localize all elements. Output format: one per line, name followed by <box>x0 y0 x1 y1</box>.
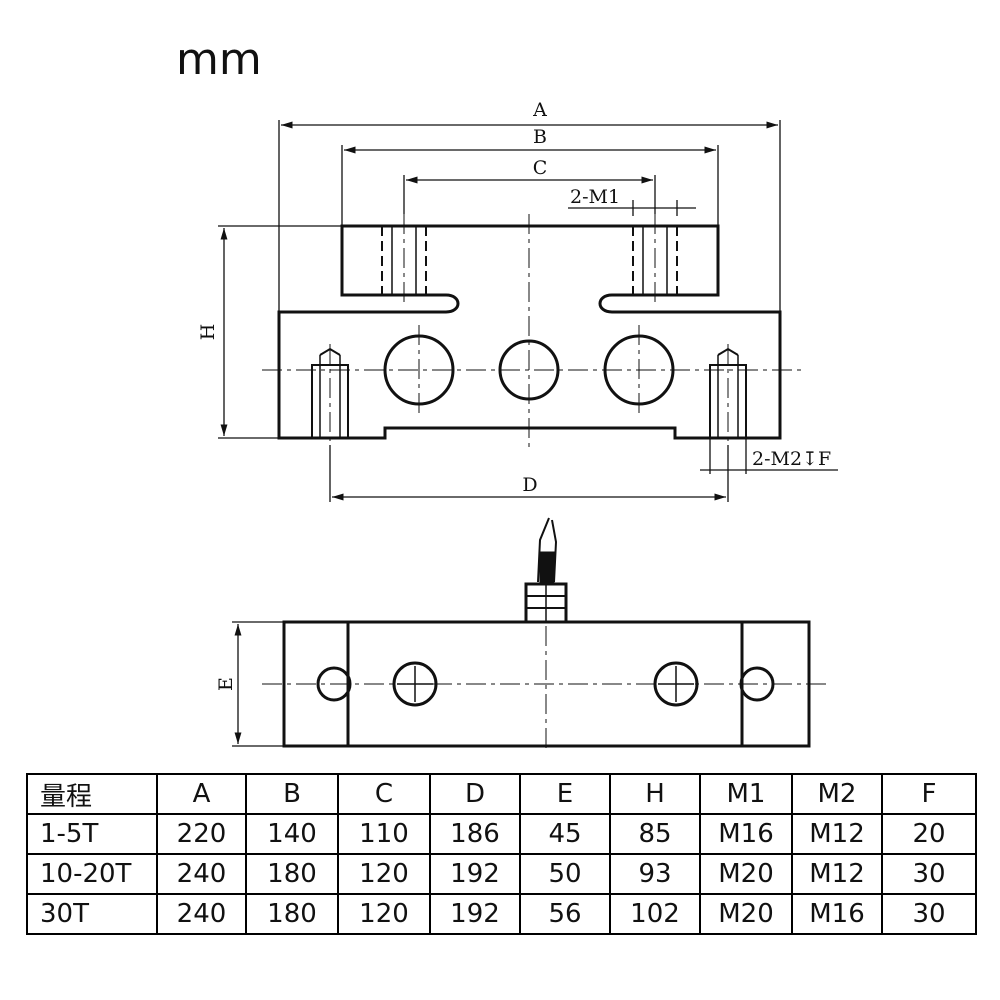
front-view <box>218 120 838 502</box>
m1-thread-hole-left <box>381 226 427 295</box>
table-cell: 192 <box>429 853 521 895</box>
table-cell: 1-5T <box>26 813 158 855</box>
dim-a-label: A <box>532 99 547 121</box>
top-view <box>232 517 828 752</box>
table-cell: M12 <box>791 813 883 855</box>
table-cell: 102 <box>609 893 701 935</box>
m1-callout-label: 2-M1 <box>570 186 620 208</box>
table-cell: M12 <box>791 853 883 895</box>
table-cell: M16 <box>699 813 793 855</box>
table-header-row: 量程 A B C D E H M1 M2 F <box>26 773 977 815</box>
dim-b <box>341 145 719 226</box>
table-cell: 56 <box>519 893 611 935</box>
dim-d-label: D <box>522 474 537 496</box>
table-cell: 240 <box>156 893 247 935</box>
table-cell: M20 <box>699 853 793 895</box>
table-row: 10-20T 240 180 120 192 50 93 M20 M12 30 <box>26 853 977 895</box>
front-centerlines <box>262 214 802 450</box>
table-cell: 30 <box>881 853 977 895</box>
table-cell: 120 <box>337 893 431 935</box>
header-cell: 量程 <box>26 773 158 815</box>
dim-c-label: C <box>533 157 548 179</box>
dim-a <box>278 120 781 312</box>
cable-sleeve <box>539 551 555 585</box>
table-cell: 180 <box>245 853 339 895</box>
header-cell: B <box>245 773 339 815</box>
top-centerlines <box>262 626 828 752</box>
m1-callout <box>568 200 696 216</box>
dim-d <box>329 445 729 502</box>
header-cell: M2 <box>791 773 883 815</box>
m1-thread-hole-right <box>632 226 678 295</box>
cable <box>537 517 550 583</box>
dim-h-label: H <box>197 324 219 341</box>
table-cell: 186 <box>429 813 521 855</box>
table-cell: 220 <box>156 813 247 855</box>
header-cell: H <box>609 773 701 815</box>
technical-drawing: A B C 2-M1 H D 2-M2↧F <box>197 99 838 752</box>
table-cell: 120 <box>337 853 431 895</box>
table-cell: 30T <box>26 893 158 935</box>
header-cell: E <box>519 773 611 815</box>
header-cell: M1 <box>699 773 793 815</box>
upper-beam-outline <box>277 224 782 440</box>
dim-e-label: E <box>215 677 237 691</box>
dim-b-label: B <box>533 126 547 148</box>
table-cell: 45 <box>519 813 611 855</box>
table-cell: 192 <box>429 893 521 935</box>
spec-table: 量程 A B C D E H M1 M2 F 1-5T 220 140 110 … <box>26 773 977 935</box>
header-cell: A <box>156 773 247 815</box>
table-cell: 30 <box>881 893 977 935</box>
table-cell: 50 <box>519 853 611 895</box>
unit-label: mm <box>176 34 262 85</box>
header-cell: C <box>337 773 431 815</box>
table-cell: 10-20T <box>26 853 158 895</box>
table-cell: M16 <box>791 893 883 935</box>
table-row: 30T 240 180 120 192 56 102 M20 M16 30 <box>26 893 977 935</box>
table-cell: 110 <box>337 813 431 855</box>
m2-callout-label: 2-M2↧F <box>752 448 831 470</box>
table-cell: 140 <box>245 813 339 855</box>
table-cell: 93 <box>609 853 701 895</box>
table-cell: 180 <box>245 893 339 935</box>
header-cell: D <box>429 773 521 815</box>
table-row: 1-5T 220 140 110 186 45 85 M16 M12 20 <box>26 813 977 855</box>
header-cell: F <box>881 773 977 815</box>
dim-e <box>232 621 284 747</box>
table-cell: 240 <box>156 853 247 895</box>
dim-h <box>218 225 342 439</box>
m2-callout <box>700 438 838 474</box>
table-cell: 85 <box>609 813 701 855</box>
table-cell: M20 <box>699 893 793 935</box>
table-cell: 20 <box>881 813 977 855</box>
